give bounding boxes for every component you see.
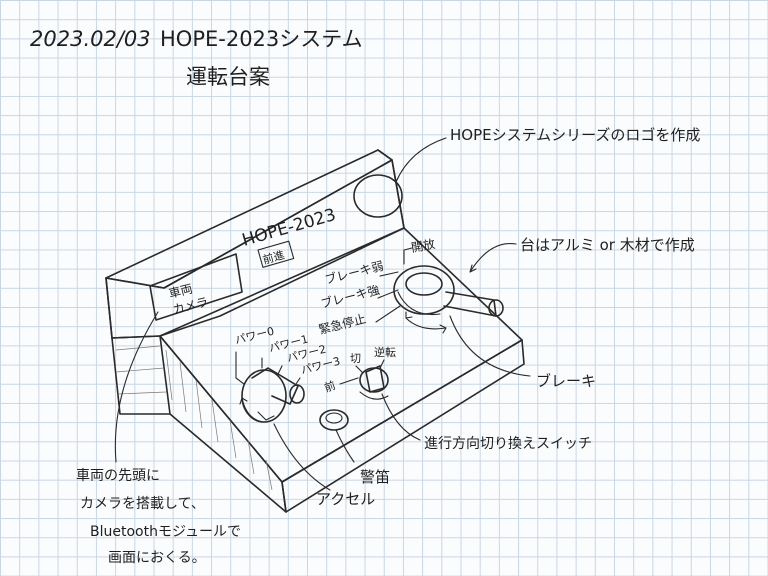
- direction-label-reverse: 逆転: [374, 345, 396, 359]
- accel-rotation-arrow: [239, 397, 263, 423]
- annotation-accel: アクセル: [316, 490, 375, 508]
- annotation-camera-line1: 車両の先頭に: [76, 467, 160, 484]
- annotation-direction-switch: 進行方向切り換えスイッチ: [424, 436, 592, 452]
- direction-label-forward: 前: [322, 378, 337, 395]
- brake-lever[interactable]: [393, 265, 504, 317]
- annotation-camera-line2: カメラを搭載して、: [80, 496, 205, 512]
- camera-leader: [114, 311, 159, 463]
- direction-switch[interactable]: [359, 365, 389, 400]
- screen-label-line1: 車両: [167, 282, 194, 301]
- direction-leader: [381, 393, 421, 441]
- sketch-title: HOPE-2023システム: [160, 27, 363, 51]
- annotation-brake: ブレーキ: [536, 372, 596, 390]
- horn-leader: [335, 429, 355, 463]
- brake-label-release: 開放: [410, 236, 436, 255]
- brake-label-emergency: 緊急停止: [317, 311, 367, 337]
- camera-screen: 車両 カメラ: [149, 253, 243, 321]
- brake-rotation-arrow: [405, 311, 447, 334]
- brake-leader: [449, 315, 531, 377]
- annotation-camera-line3: Bluetoothモジュールで: [90, 524, 241, 540]
- sketch-subtitle: 運転台案: [186, 65, 270, 89]
- logo-circle: [353, 174, 403, 218]
- horn-button[interactable]: [319, 409, 349, 431]
- annotation-camera-line4: 画面におくる。: [108, 550, 206, 566]
- annotation-logo: HOPEシステムシリーズのロゴを作成: [450, 126, 700, 144]
- direction-badge: 前進: [257, 240, 295, 268]
- annotation-base: 台はアルミ or 木材で作成: [520, 236, 695, 254]
- annotation-horn: 警笛: [360, 468, 390, 486]
- direction-label-neutral: 切: [350, 352, 361, 365]
- svg-text:前進: 前進: [261, 247, 286, 267]
- annotation-camera: 車両の先頭に カメラを搭載して、 Bluetoothモジュールで 画面におくる。: [76, 467, 241, 566]
- logo-leader: [395, 137, 447, 183]
- base-leader: [469, 243, 517, 273]
- sketch-date: 2023.02/03: [30, 27, 151, 51]
- accel-leader: [273, 423, 331, 491]
- console-body: [105, 149, 525, 513]
- accel-lever[interactable]: [241, 367, 305, 423]
